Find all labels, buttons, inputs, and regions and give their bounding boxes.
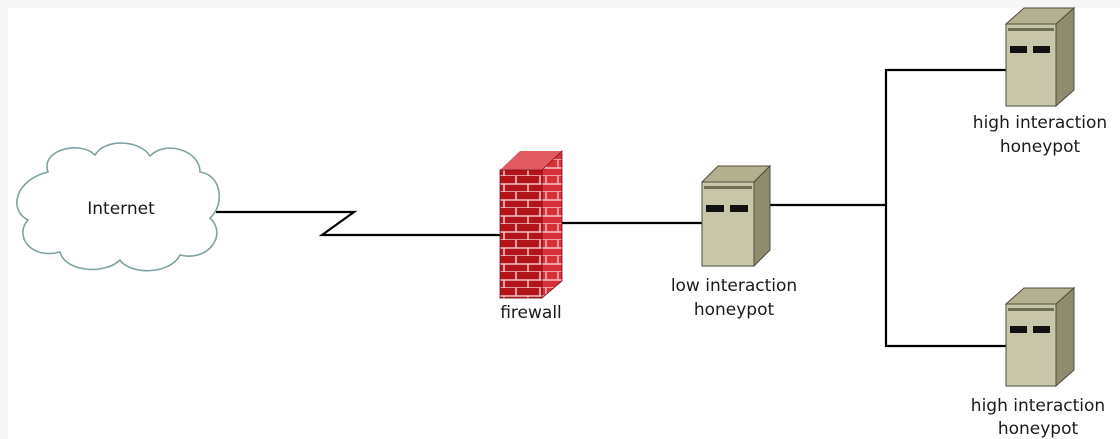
internet-to-firewall-link — [216, 210, 504, 237]
branch-to-high-honeypots — [884, 68, 1008, 348]
high-honeypot-top-label-line2: honeypot — [1000, 137, 1081, 157]
server-icon — [700, 164, 772, 268]
server-icon — [1004, 286, 1076, 388]
high-honeypot-top-label-line1: high interaction — [973, 113, 1107, 133]
cloud-icon — [16, 142, 221, 272]
internet-label: Internet — [87, 199, 155, 219]
connection-lines — [216, 68, 1008, 348]
high-honeypot-bottom-label-line1: high interaction — [971, 396, 1105, 416]
firewall-label: firewall — [500, 303, 562, 323]
firewall-icon — [499, 150, 563, 299]
server-icon — [1004, 6, 1076, 108]
low-honeypot-label-line1: low interaction — [671, 276, 797, 296]
low-honeypot-label-line2: honeypot — [694, 300, 775, 320]
high-honeypot-bottom-label-line2: honeypot — [998, 419, 1079, 439]
